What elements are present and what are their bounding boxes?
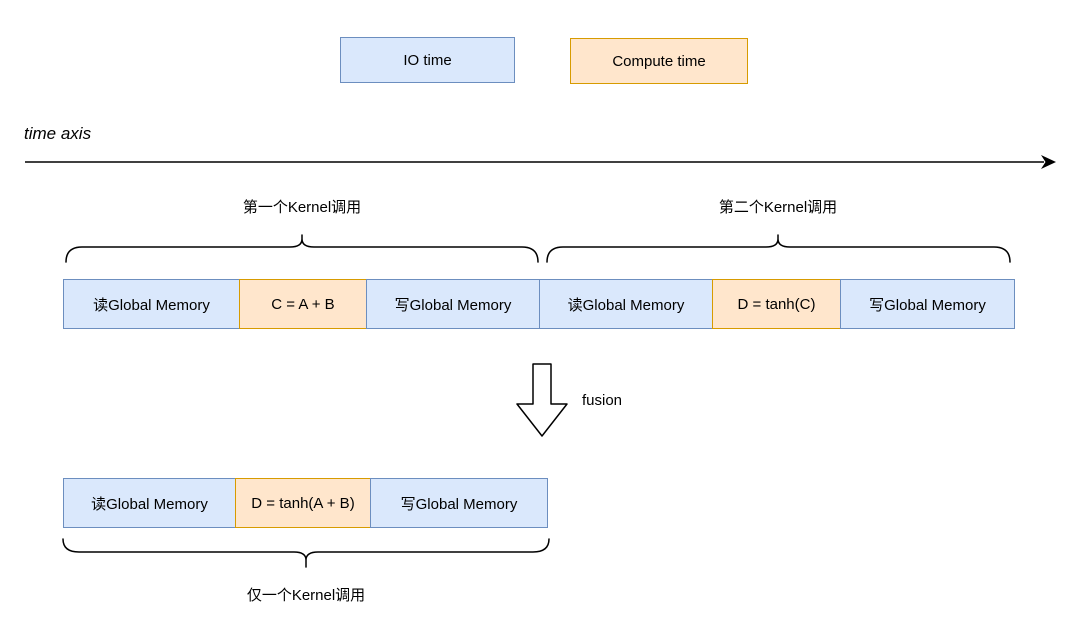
legend-io-time-label: IO time <box>403 51 452 69</box>
kernel2-brace <box>546 234 1011 263</box>
legend-io-time: IO time <box>340 37 515 83</box>
timeline-segment-compute: D = tanh(A + B) <box>235 478 371 528</box>
timeline-segment-compute: D = tanh(C) <box>712 279 841 329</box>
legend-compute-time-label: Compute time <box>612 52 706 70</box>
time-axis-arrow <box>25 155 1056 169</box>
fusion-arrow-icon <box>516 363 568 437</box>
timeline-segment-io: 读Global Memory <box>63 478 236 528</box>
fused-kernel-call-label: 仅一个Kernel调用 <box>246 587 366 604</box>
kernel1-brace <box>65 234 539 263</box>
timeline-segment-io: 读Global Memory <box>63 279 240 329</box>
timeline-segment-io: 写Global Memory <box>366 279 540 329</box>
fused-kernel-brace <box>62 538 550 568</box>
time-axis-label: time axis <box>24 124 92 143</box>
fusion-label: fusion <box>582 392 623 409</box>
timeline-segment-io: 写Global Memory <box>370 478 548 528</box>
timeline-segment-io: 读Global Memory <box>539 279 713 329</box>
legend-compute-time: Compute time <box>570 38 748 84</box>
kernel2-call-label: 第二个Kernel调用 <box>718 199 838 216</box>
timeline-segment-io: 写Global Memory <box>840 279 1015 329</box>
timeline-segment-compute: C = A + B <box>239 279 367 329</box>
kernel1-call-label: 第一个Kernel调用 <box>242 199 362 216</box>
